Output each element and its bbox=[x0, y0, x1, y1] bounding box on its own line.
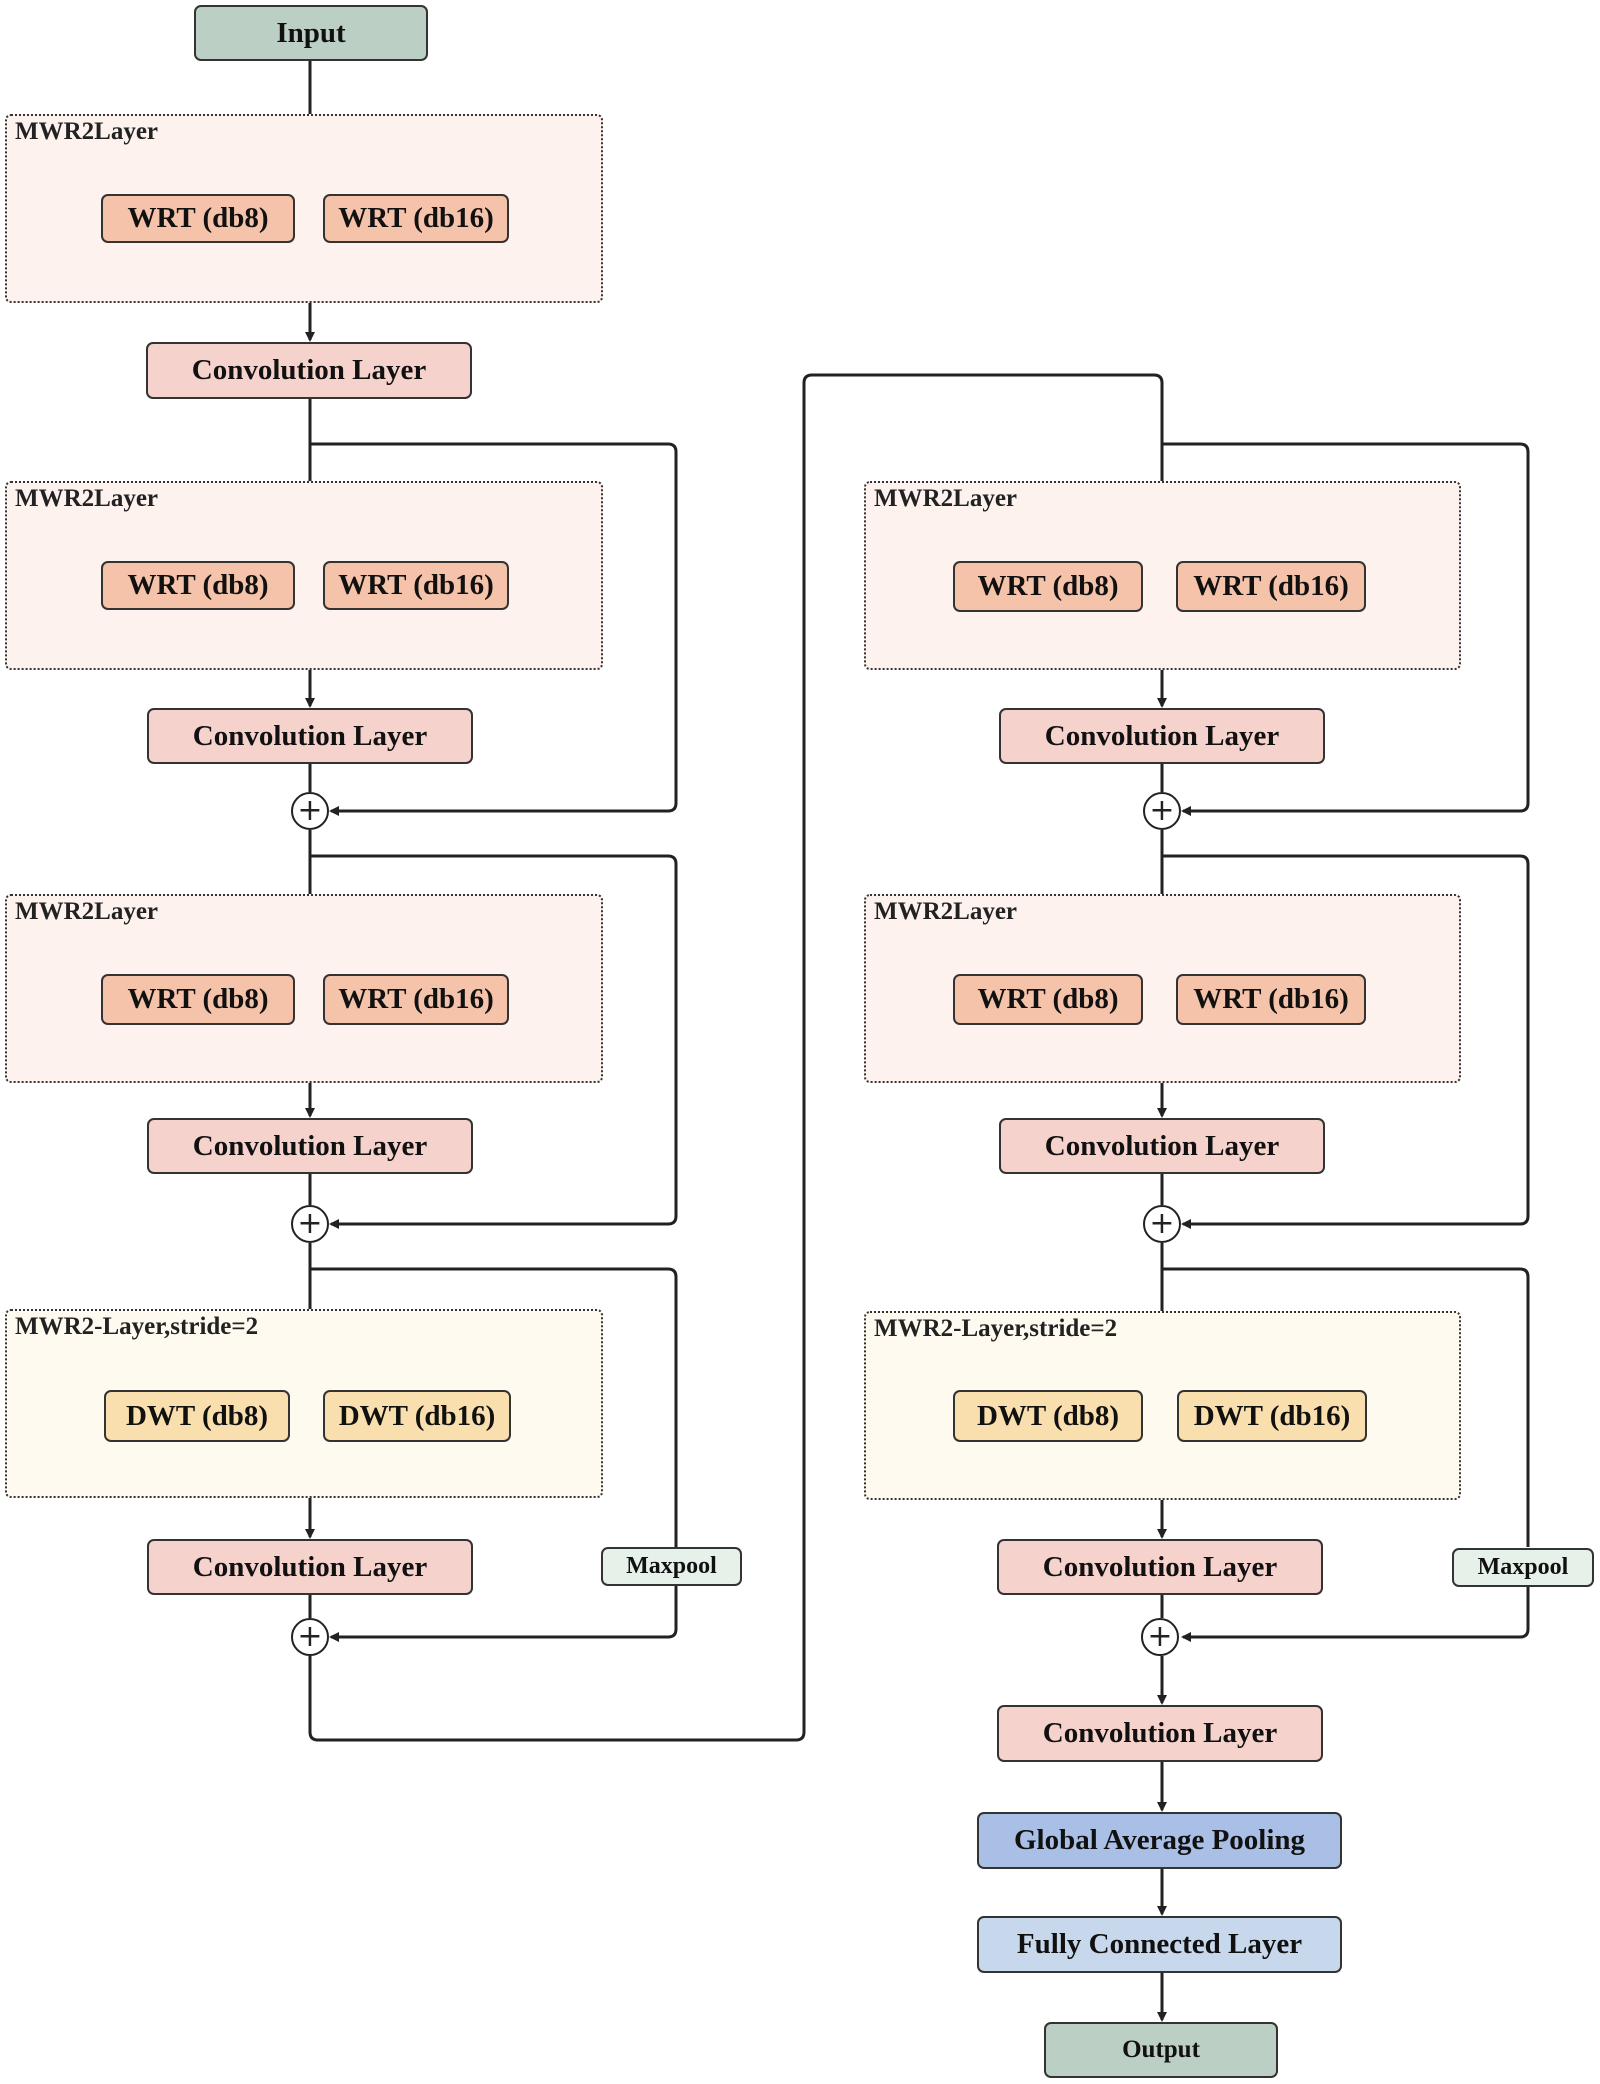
skip-2 bbox=[310, 854, 678, 1229]
bridge-connector bbox=[308, 373, 1167, 1742]
wrt-db8-node: WRT (db8) bbox=[101, 561, 295, 610]
skip-r3 bbox=[1162, 1267, 1530, 1547]
maxpool-node: Maxpool bbox=[601, 1547, 742, 1586]
dwt-db16-node: DWT (db16) bbox=[1177, 1390, 1367, 1442]
add-icon: + bbox=[1143, 792, 1181, 830]
skip-3 bbox=[310, 1267, 678, 1547]
output-node: Output bbox=[1044, 2022, 1278, 2078]
wrt-db16-node: WRT (db16) bbox=[1176, 561, 1366, 612]
convolution-layer-node: Convolution Layer bbox=[147, 708, 473, 764]
add-icon: + bbox=[291, 1618, 329, 1656]
wrt-db8-node: WRT (db8) bbox=[953, 561, 1143, 612]
add-icon: + bbox=[291, 792, 329, 830]
wrt-db8-node: WRT (db8) bbox=[953, 974, 1143, 1025]
group-label: MWR2Layer bbox=[15, 485, 159, 512]
convolution-layer-node: Convolution Layer bbox=[997, 1539, 1323, 1595]
mwr2-layer-group: MWR2Layer bbox=[5, 114, 603, 303]
wrt-db8-node: WRT (db8) bbox=[101, 194, 295, 243]
group-label: MWR2Layer bbox=[15, 118, 159, 145]
add-icon: + bbox=[1143, 1205, 1181, 1243]
convolution-layer-node: Convolution Layer bbox=[999, 1118, 1325, 1174]
global-average-pooling-node: Global Average Pooling bbox=[977, 1812, 1342, 1869]
dwt-db16-node: DWT (db16) bbox=[323, 1390, 511, 1442]
group-label: MWR2-Layer,stride=2 bbox=[15, 1313, 259, 1340]
group-label: MWR2-Layer,stride=2 bbox=[874, 1315, 1118, 1342]
convolution-layer-node: Convolution Layer bbox=[146, 342, 472, 399]
mwr2-stride-layer-group: MWR2-Layer,stride=2 bbox=[5, 1309, 603, 1498]
group-label: MWR2Layer bbox=[15, 898, 159, 925]
skip-1 bbox=[310, 442, 678, 816]
mwr2-layer-group: MWR2Layer bbox=[5, 481, 603, 670]
dwt-db8-node: DWT (db8) bbox=[104, 1390, 290, 1442]
maxpool-node: Maxpool bbox=[1452, 1548, 1594, 1587]
convolution-layer-node: Convolution Layer bbox=[147, 1539, 473, 1595]
add-icon: + bbox=[1141, 1618, 1179, 1656]
convolution-layer-node: Convolution Layer bbox=[999, 708, 1325, 764]
skip-r1 bbox=[1162, 442, 1530, 816]
fully-connected-layer-node: Fully Connected Layer bbox=[977, 1916, 1342, 1973]
skip-r2 bbox=[1162, 854, 1530, 1229]
wrt-db16-node: WRT (db16) bbox=[323, 194, 509, 243]
wrt-db8-node: WRT (db8) bbox=[101, 974, 295, 1025]
group-label: MWR2Layer bbox=[874, 898, 1018, 925]
wrt-db16-node: WRT (db16) bbox=[1176, 974, 1366, 1025]
wrt-db16-node: WRT (db16) bbox=[323, 974, 509, 1025]
mwr2-layer-group: MWR2Layer bbox=[5, 894, 603, 1083]
final-convolution-layer-node: Convolution Layer bbox=[997, 1705, 1323, 1762]
input-node: Input bbox=[194, 5, 428, 61]
dwt-db8-node: DWT (db8) bbox=[953, 1390, 1143, 1442]
wrt-db16-node: WRT (db16) bbox=[323, 561, 509, 610]
convolution-layer-node: Convolution Layer bbox=[147, 1118, 473, 1174]
add-icon: + bbox=[291, 1205, 329, 1243]
group-label: MWR2Layer bbox=[874, 485, 1018, 512]
